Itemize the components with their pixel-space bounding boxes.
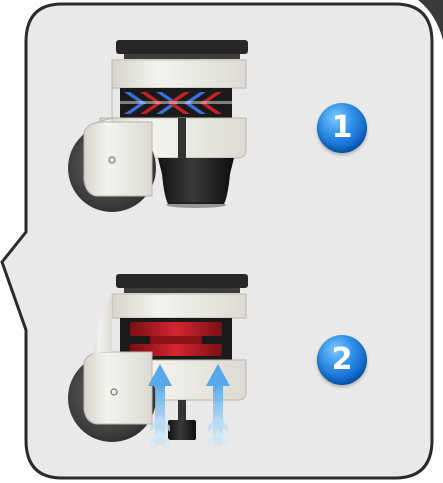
wheel-fork: [84, 352, 152, 424]
mount-plate: [116, 40, 248, 54]
caster-housing: [112, 60, 246, 88]
leveling-foot: [168, 420, 196, 440]
step-badge-2: 2: [317, 335, 367, 385]
mount-plate: [116, 274, 248, 288]
caster-housing: [112, 294, 246, 318]
leveling-foot: [158, 158, 234, 204]
step-badge-1: 1: [317, 103, 367, 153]
